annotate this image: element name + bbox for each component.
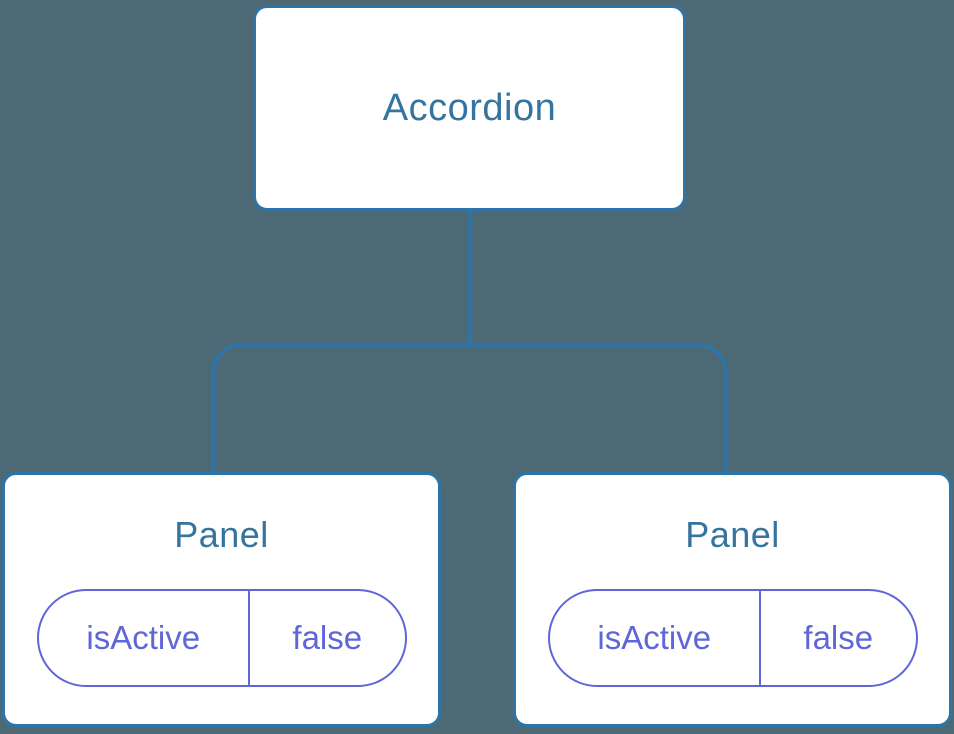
connector-trunk-line bbox=[468, 211, 472, 347]
state-key-label: isActive bbox=[550, 591, 762, 685]
accordion-node-label: Accordion bbox=[382, 86, 557, 129]
panel-node-right: Panel isActive false bbox=[513, 472, 952, 727]
state-value-label: false bbox=[803, 619, 874, 656]
panel-node-left-label: Panel bbox=[174, 514, 269, 555]
state-pill-left: isActive false bbox=[36, 589, 407, 687]
state-value-label: false bbox=[292, 619, 363, 656]
accordion-node: Accordion bbox=[253, 5, 686, 211]
connector-branch-line bbox=[211, 343, 728, 472]
panel-node-left: Panel isActive false bbox=[2, 472, 441, 727]
panel-node-right-label: Panel bbox=[685, 514, 780, 555]
state-pill-right: isActive false bbox=[547, 589, 918, 687]
state-key-label: isActive bbox=[39, 591, 251, 685]
